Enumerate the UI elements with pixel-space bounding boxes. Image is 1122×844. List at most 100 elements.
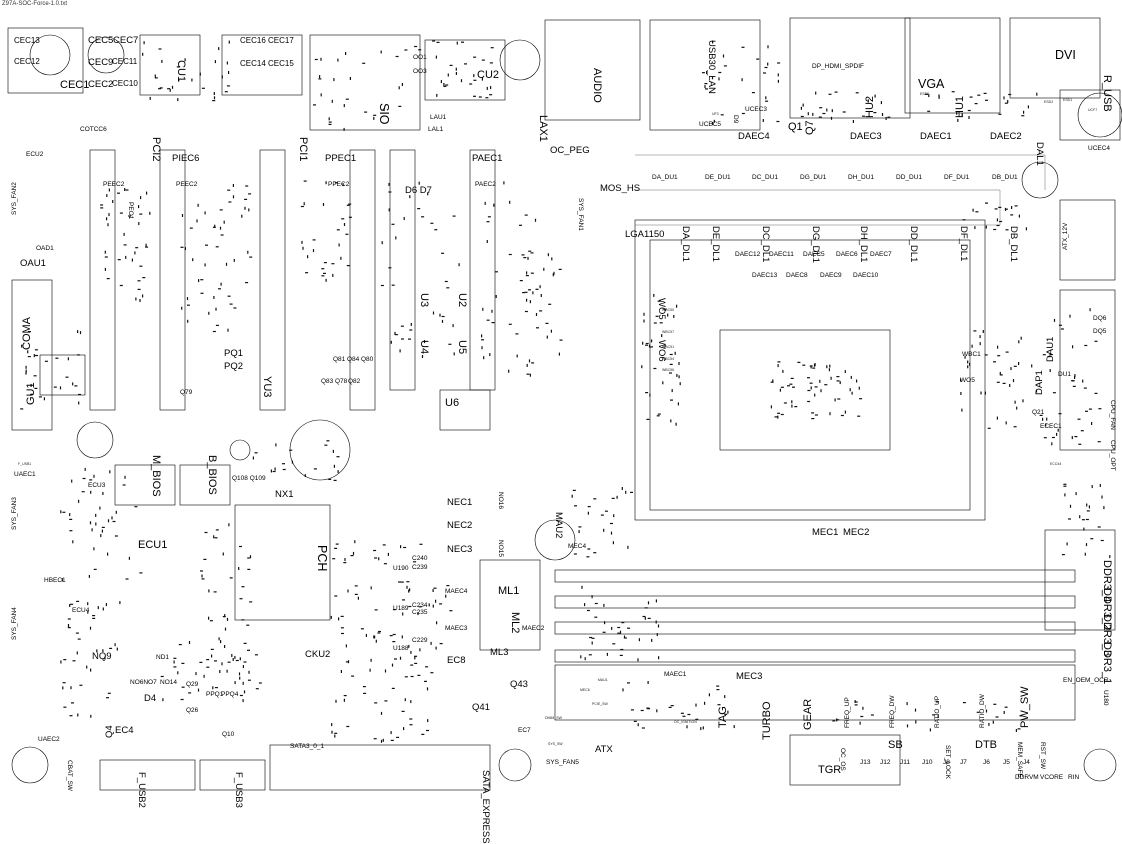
smd-pad (455, 67, 457, 71)
ddr3-1-slot (554, 649, 1076, 663)
smd-pad (1058, 324, 1062, 326)
smd-pad (69, 518, 73, 520)
smd-pad (448, 343, 452, 345)
label: AUDIO (591, 68, 603, 103)
smd-pad (995, 716, 999, 718)
smd-pad (1049, 369, 1051, 373)
smd-pad (826, 365, 828, 369)
smd-pad (452, 215, 456, 217)
smd-pad (1025, 227, 1027, 231)
smd-pad (807, 377, 810, 379)
smd-pad (545, 322, 549, 324)
label: RST_SW (1039, 742, 1046, 770)
label: LAX1 (537, 115, 549, 142)
label: DU1 (1058, 371, 1072, 378)
label: WBC1 (962, 351, 981, 358)
smd-pad (449, 64, 453, 66)
smd-pad (695, 718, 699, 720)
smd-pad (69, 604, 71, 607)
smd-pad (812, 367, 816, 369)
smd-pad (436, 93, 438, 97)
smd-pad (667, 313, 669, 317)
smd-pad (336, 456, 340, 458)
smd-pad (214, 687, 218, 689)
smd-pad (807, 389, 811, 392)
smd-pad (528, 250, 532, 252)
label: D4 (144, 693, 157, 704)
smd-pad (651, 638, 653, 642)
label: C240 (412, 555, 428, 562)
label: U189 (393, 605, 409, 612)
smd-pad (1013, 426, 1017, 428)
smd-pad (870, 714, 874, 716)
label: U3 (418, 293, 430, 308)
smd-pad (108, 188, 110, 192)
smd-pad (90, 668, 92, 672)
small-label: WBC56 (662, 368, 675, 372)
m-bios-chip (114, 464, 176, 506)
smd-pad (979, 335, 981, 339)
label: SB (888, 739, 903, 751)
label: OAU1 (20, 258, 46, 269)
smd-pad (1051, 436, 1055, 439)
smd-pad (880, 101, 882, 105)
smd-pad (398, 105, 402, 107)
smd-pad (831, 109, 833, 113)
smd-pad (682, 715, 686, 717)
smd-pad (188, 692, 192, 694)
smd-pad (62, 682, 66, 684)
smd-pad (815, 91, 817, 95)
smd-pad (255, 688, 259, 690)
smd-pad (1019, 715, 1023, 717)
smd-pad (169, 88, 171, 92)
smd-pad (836, 380, 840, 382)
smd-pad (460, 79, 463, 83)
label: DB_DU1 (992, 174, 1018, 181)
smd-pad (395, 55, 399, 58)
smd-pad (220, 234, 224, 236)
smd-pad (177, 671, 179, 675)
label: U2 (456, 293, 468, 308)
smd-pad (1007, 100, 1009, 103)
smd-pad (528, 289, 531, 291)
label: SYS_FAN5 (546, 759, 579, 766)
smd-pad (242, 699, 244, 703)
smd-pad (181, 662, 185, 664)
smd-pad (401, 710, 405, 712)
smd-pad (571, 494, 573, 498)
smd-pad (92, 617, 96, 619)
smd-pad (305, 272, 309, 274)
smd-pad (486, 319, 490, 321)
small-label: UF3 (712, 112, 719, 116)
smd-pad (669, 372, 672, 374)
label: DA_DL1 (680, 226, 691, 262)
smd-pad (1002, 382, 1006, 384)
mount-hole (1077, 92, 1122, 138)
smd-pad (653, 293, 655, 297)
smd-pad (987, 427, 991, 429)
smd-pad (951, 91, 955, 93)
smd-pad (622, 688, 624, 692)
smd-pad (106, 278, 110, 280)
smd-pad (673, 315, 675, 318)
smd-pad (249, 256, 253, 258)
smd-pad (621, 622, 625, 624)
smd-pad (572, 489, 576, 491)
smd-pad (974, 226, 976, 230)
smd-pad (540, 294, 542, 297)
smd-pad (331, 263, 335, 265)
smd-pad (238, 672, 241, 676)
smd-pad (333, 464, 335, 468)
smd-pad (810, 365, 812, 369)
label: CEC5 (88, 35, 114, 46)
smd-pad (531, 362, 535, 364)
label: PPEC1 (325, 153, 357, 164)
smd-pad (751, 92, 755, 94)
smd-pad (119, 212, 123, 214)
lga1150-socket (634, 219, 986, 521)
smd-pad (392, 633, 396, 636)
smd-pad (664, 343, 666, 347)
smd-pad (840, 414, 844, 417)
smd-pad (1078, 443, 1082, 445)
smd-pad (862, 706, 864, 710)
